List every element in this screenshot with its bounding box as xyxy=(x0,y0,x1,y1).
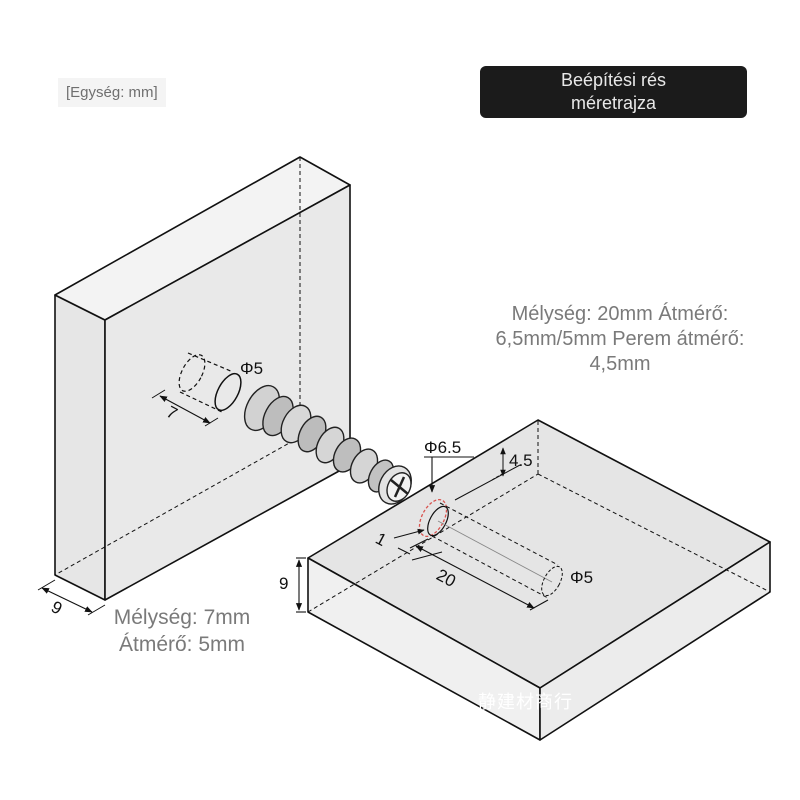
title-box: Beépítési rés méretrajza xyxy=(480,66,747,118)
offset-dimension xyxy=(454,447,521,501)
left-thickness-label: 9 xyxy=(48,597,65,618)
right-hole-diameter-label: Φ5 xyxy=(570,568,593,587)
right-hole-specs: Mélység: 20mm Átmérő: 6,5mm/5mm Perem át… xyxy=(495,303,745,375)
counterbore-diameter-label: Φ6.5 xyxy=(424,438,461,457)
left-hole-diameter-label: Φ5 xyxy=(240,359,263,378)
unit-label: [Egység: mm] xyxy=(58,78,166,107)
offset-label: 4.5 xyxy=(509,451,533,470)
counterbore-leader xyxy=(424,456,474,493)
left-thickness-dimension xyxy=(37,579,106,616)
right-panel xyxy=(307,419,771,741)
diagram-title: Beépítési rés méretrajza xyxy=(560,70,667,113)
watermark: ……静建材商行 xyxy=(440,692,573,712)
left-panel xyxy=(54,156,351,601)
depth-dimension xyxy=(409,538,549,611)
left-hole-specs: Mélység: 7mm Átmérő: 5mm xyxy=(113,606,251,656)
right-thickness-label: 9 xyxy=(279,574,288,593)
left-hole xyxy=(151,352,242,427)
left-panel-front-face xyxy=(54,294,106,601)
connector-dowel xyxy=(243,384,412,505)
right-thickness-dimension xyxy=(295,557,306,613)
